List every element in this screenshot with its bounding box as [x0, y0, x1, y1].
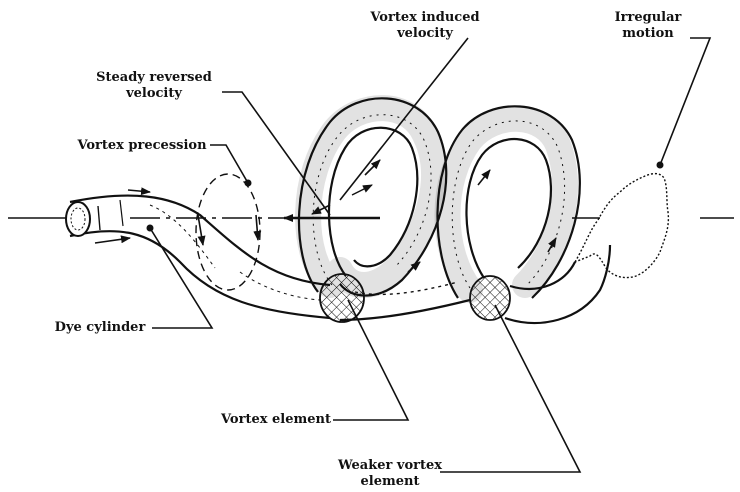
- weaker-vortex-element-mesh: [470, 276, 510, 320]
- vortex-element-mesh: [320, 274, 364, 322]
- precession-path: [196, 174, 260, 290]
- label-weaker-vortex-element: Weaker vortex element: [332, 458, 448, 490]
- leader-lines: [147, 38, 711, 472]
- vortex-loop-second: [437, 106, 579, 298]
- label-steady-reversed-velocity: Steady reversed velocity: [88, 70, 220, 102]
- irregular-region: [575, 174, 668, 278]
- label-irregular-motion: Irregular motion: [600, 10, 696, 42]
- label-vortex-induced-velocity: Vortex induced velocity: [360, 10, 490, 42]
- dye-cylinder-end: [66, 202, 90, 236]
- label-vortex-element: Vortex element: [218, 412, 334, 428]
- vortex-loop-first: [299, 98, 446, 295]
- leader-weaker-vortex-element: [440, 305, 580, 472]
- label-dye-cylinder: Dye cylinder: [48, 320, 152, 336]
- label-vortex-precession: Vortex precession: [72, 138, 212, 154]
